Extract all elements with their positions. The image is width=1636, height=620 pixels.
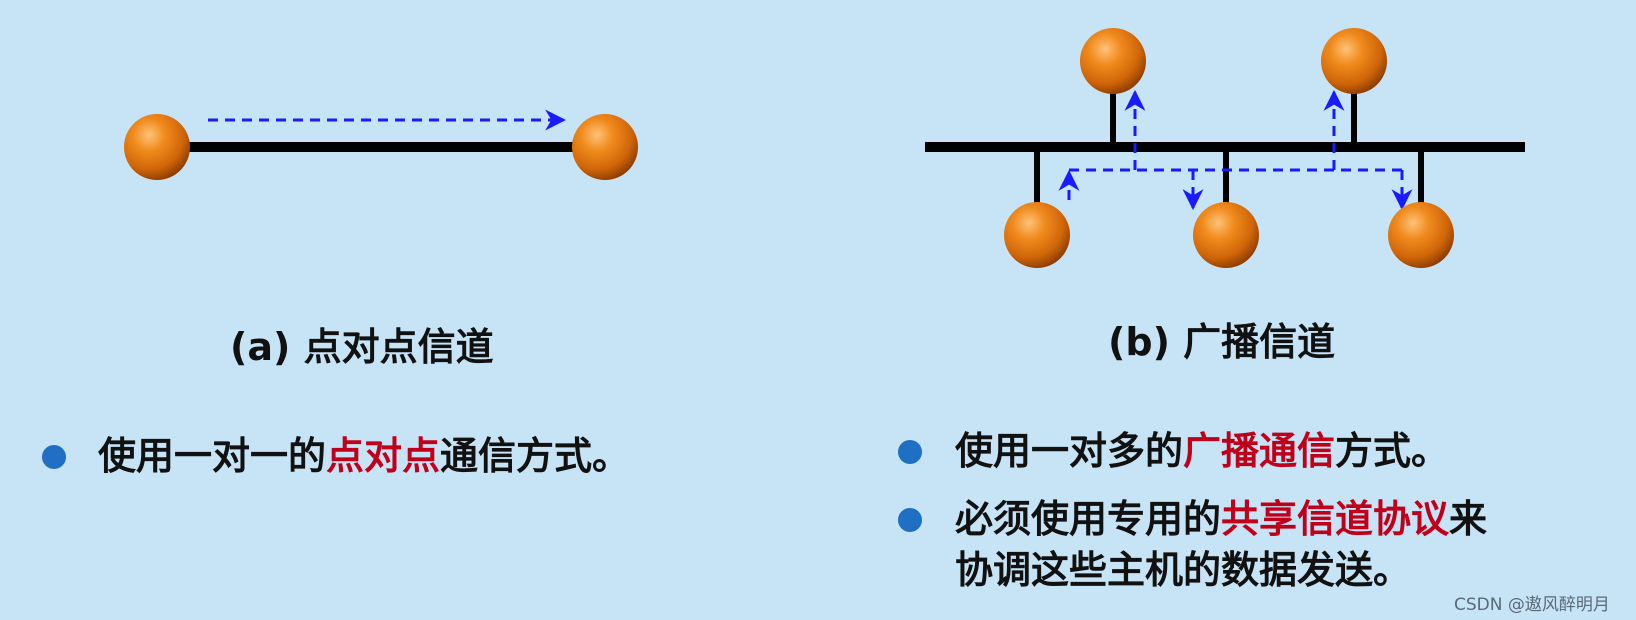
bullet-dot-right-1	[898, 440, 922, 464]
broadcast-node-top-1	[1080, 28, 1146, 94]
bullet-broadcast-2: 必须使用专用的共享信道协议来	[955, 496, 1487, 542]
bullet-text: 使用一对一的	[98, 434, 327, 478]
broadcast-node-bottom-3	[1388, 202, 1454, 268]
bullet-dot-right-2	[898, 508, 922, 532]
bullet-broadcast-2-line2: 协调这些主机的数据发送。	[955, 548, 1412, 592]
broadcast-node-bottom-1	[1004, 202, 1070, 268]
caption-broadcast: (b) 广播信道	[1108, 320, 1336, 364]
caption-point-to-point: (a) 点对点信道	[230, 325, 494, 369]
bullet-broadcast-1: 使用一对多的广播通信方式。	[955, 428, 1449, 474]
bullet-highlight: 广播通信	[1183, 429, 1336, 473]
bullet-text: 必须使用专用的	[955, 497, 1222, 541]
p2p-node-left	[124, 114, 190, 180]
watermark: CSDN @遨风醉明月	[1454, 595, 1610, 615]
broadcast-node-top-2	[1321, 28, 1387, 94]
bullet-point-to-point: 使用一对一的点对点通信方式。	[98, 433, 630, 479]
bullet-text: 使用一对多的	[955, 429, 1184, 473]
bullet-highlight: 共享信道协议	[1221, 497, 1450, 541]
point-to-point-diagram	[124, 109, 638, 180]
bullet-text: 来	[1449, 497, 1488, 541]
bullet-dot-left	[42, 445, 66, 469]
broadcast-diagram	[925, 28, 1525, 268]
bullet-highlight: 点对点	[326, 434, 441, 478]
broadcast-node-bottom-2	[1193, 202, 1259, 268]
broadcast-signal-paths	[1058, 89, 1413, 211]
bullet-text: 方式。	[1335, 429, 1450, 473]
bullet-text: 通信方式。	[440, 434, 631, 478]
p2p-node-right	[572, 114, 638, 180]
